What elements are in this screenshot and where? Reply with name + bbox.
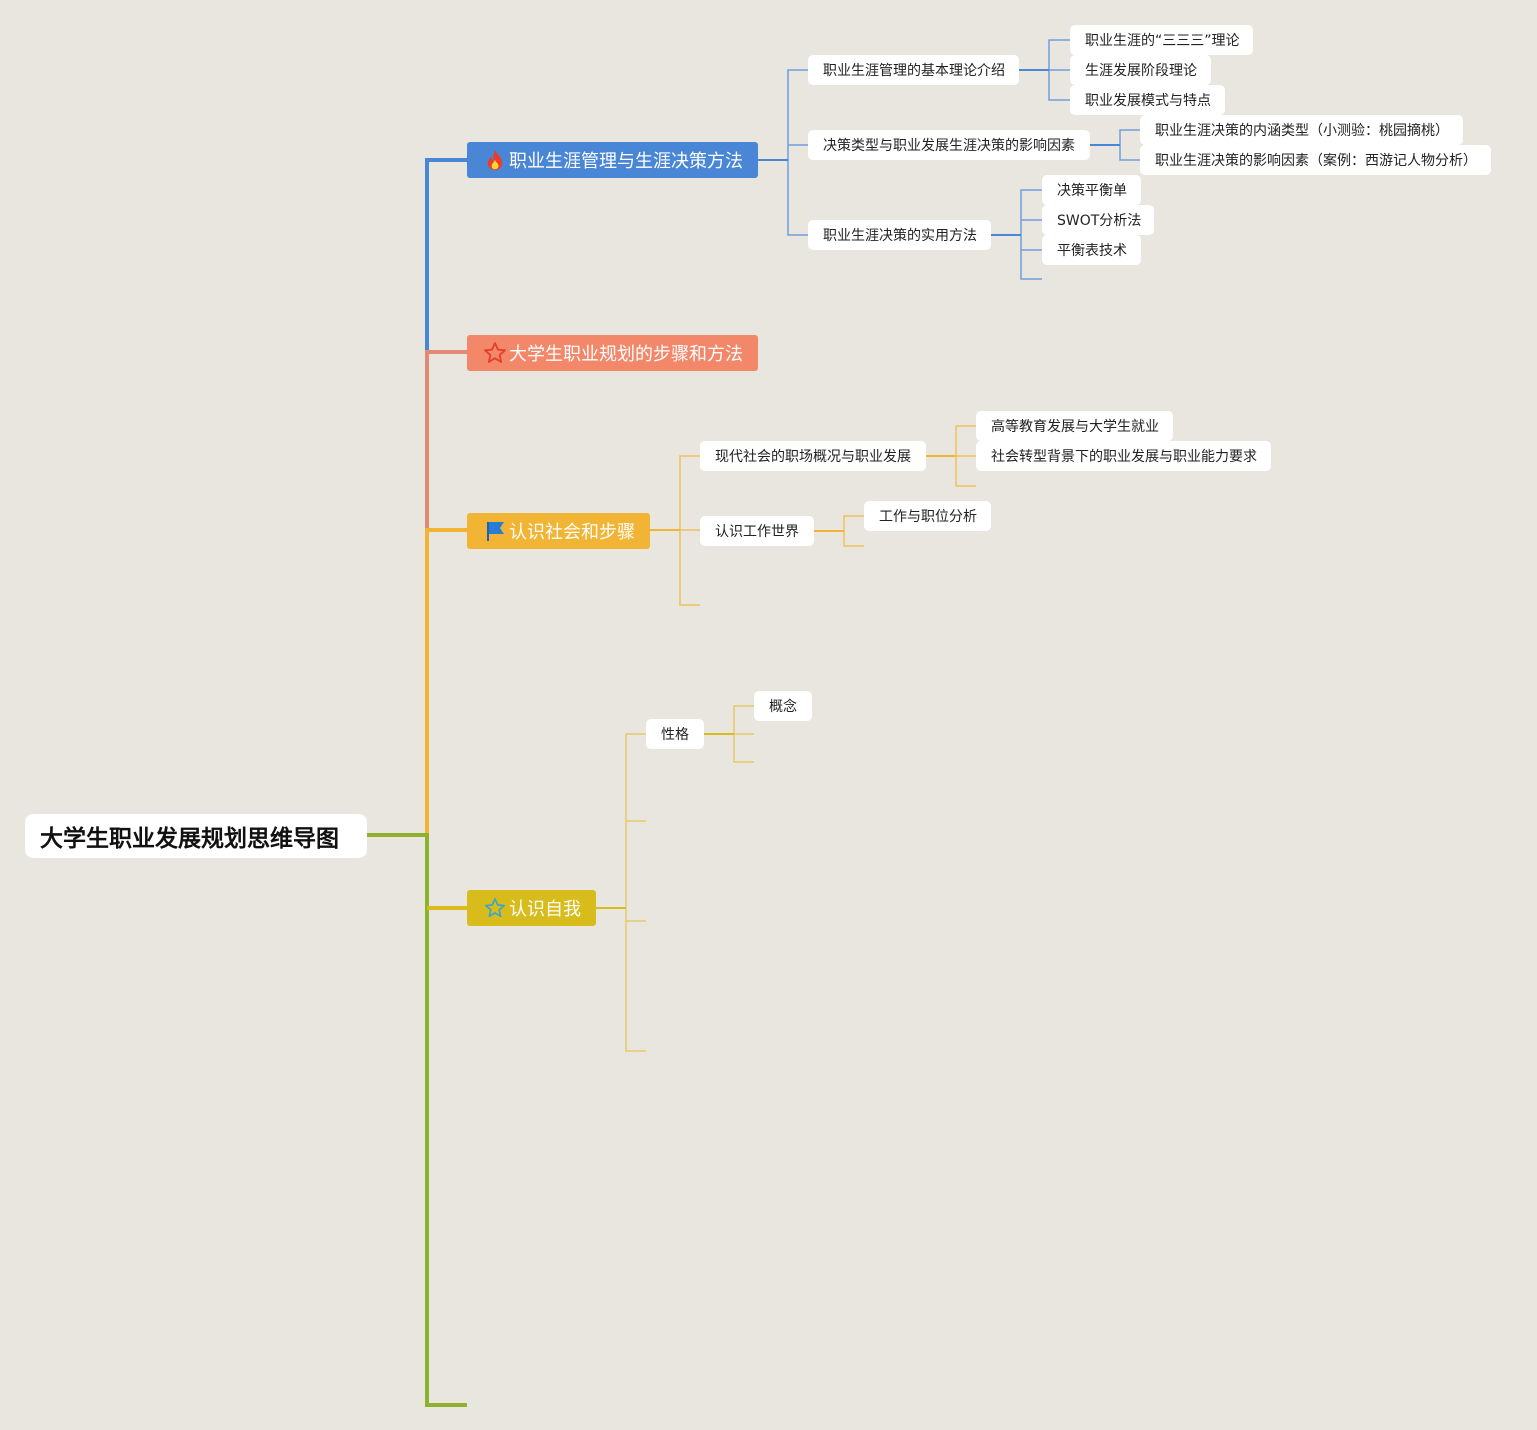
branch-4-connectors [625, 705, 754, 1052]
root-topic[interactable]: 大学生职业发展规划思维导图 [25, 814, 367, 858]
branch-4-thick-links [596, 733, 734, 909]
branch-know-self[interactable]: 认识自我 [467, 890, 596, 926]
branch-1-thick-links [758, 69, 1120, 236]
branch-label: 认识自我 [509, 899, 581, 920]
leaf-topic[interactable]: SWOT分析法 [1042, 205, 1154, 235]
branch-know-society[interactable]: 认识社会和步骤 [467, 513, 650, 549]
leaf-topic[interactable]: 职业生涯的“三三三”理论 [1070, 25, 1253, 55]
star-outline-icon [483, 341, 507, 365]
leaf-topic[interactable]: 高等教育发展与大学生就业 [976, 411, 1173, 441]
leaf-topic[interactable]: 平衡表技术 [1042, 235, 1141, 265]
branch-planning-steps[interactable]: 大学生职业规划的步骤和方法 [467, 335, 758, 371]
branch-3-thick-links [650, 455, 956, 532]
branch-career-management[interactable]: 职业生涯管理与生涯决策方法 [467, 142, 758, 178]
leaf-topic[interactable]: 工作与职位分析 [864, 501, 991, 531]
leaf-topic[interactable]: 职业发展模式与特点 [1070, 85, 1225, 115]
subtopic[interactable]: 认识工作世界 [700, 516, 814, 546]
leaf-topic[interactable]: 概念 [754, 691, 812, 721]
branch-label: 认识社会和步骤 [509, 522, 635, 543]
leaf-topic[interactable]: 职业生涯决策的内涵类型（小测验：桃园摘桃） [1140, 115, 1463, 145]
leaf-topic[interactable]: 社会转型背景下的职业发展与职业能力要求 [976, 441, 1271, 471]
fire-icon [483, 148, 507, 172]
spine-amber [425, 528, 467, 835]
leaf-topic[interactable]: 职业生涯决策的影响因素（案例：西游记人物分析） [1140, 145, 1491, 175]
leaf-topic[interactable]: 生涯发展阶段理论 [1070, 55, 1211, 85]
spine-salmon [425, 350, 467, 530]
subtopic[interactable]: 现代社会的职场概况与职业发展 [700, 441, 926, 471]
flag-icon [483, 519, 507, 543]
spine-blue [425, 158, 467, 352]
leaf-topic[interactable]: 决策平衡单 [1042, 175, 1141, 205]
spine-green [367, 833, 467, 1407]
star-icon [483, 896, 507, 920]
subtopic[interactable]: 职业生涯管理的基本理论介绍 [808, 55, 1019, 85]
branch-label: 大学生职业规划的步骤和方法 [509, 344, 743, 365]
branch-label: 职业生涯管理与生涯决策方法 [509, 151, 743, 172]
subtopic[interactable]: 职业生涯决策的实用方法 [808, 220, 991, 250]
subtopic[interactable]: 决策类型与职业发展生涯决策的影响因素 [808, 130, 1090, 160]
subtopic[interactable]: 性格 [646, 719, 704, 749]
